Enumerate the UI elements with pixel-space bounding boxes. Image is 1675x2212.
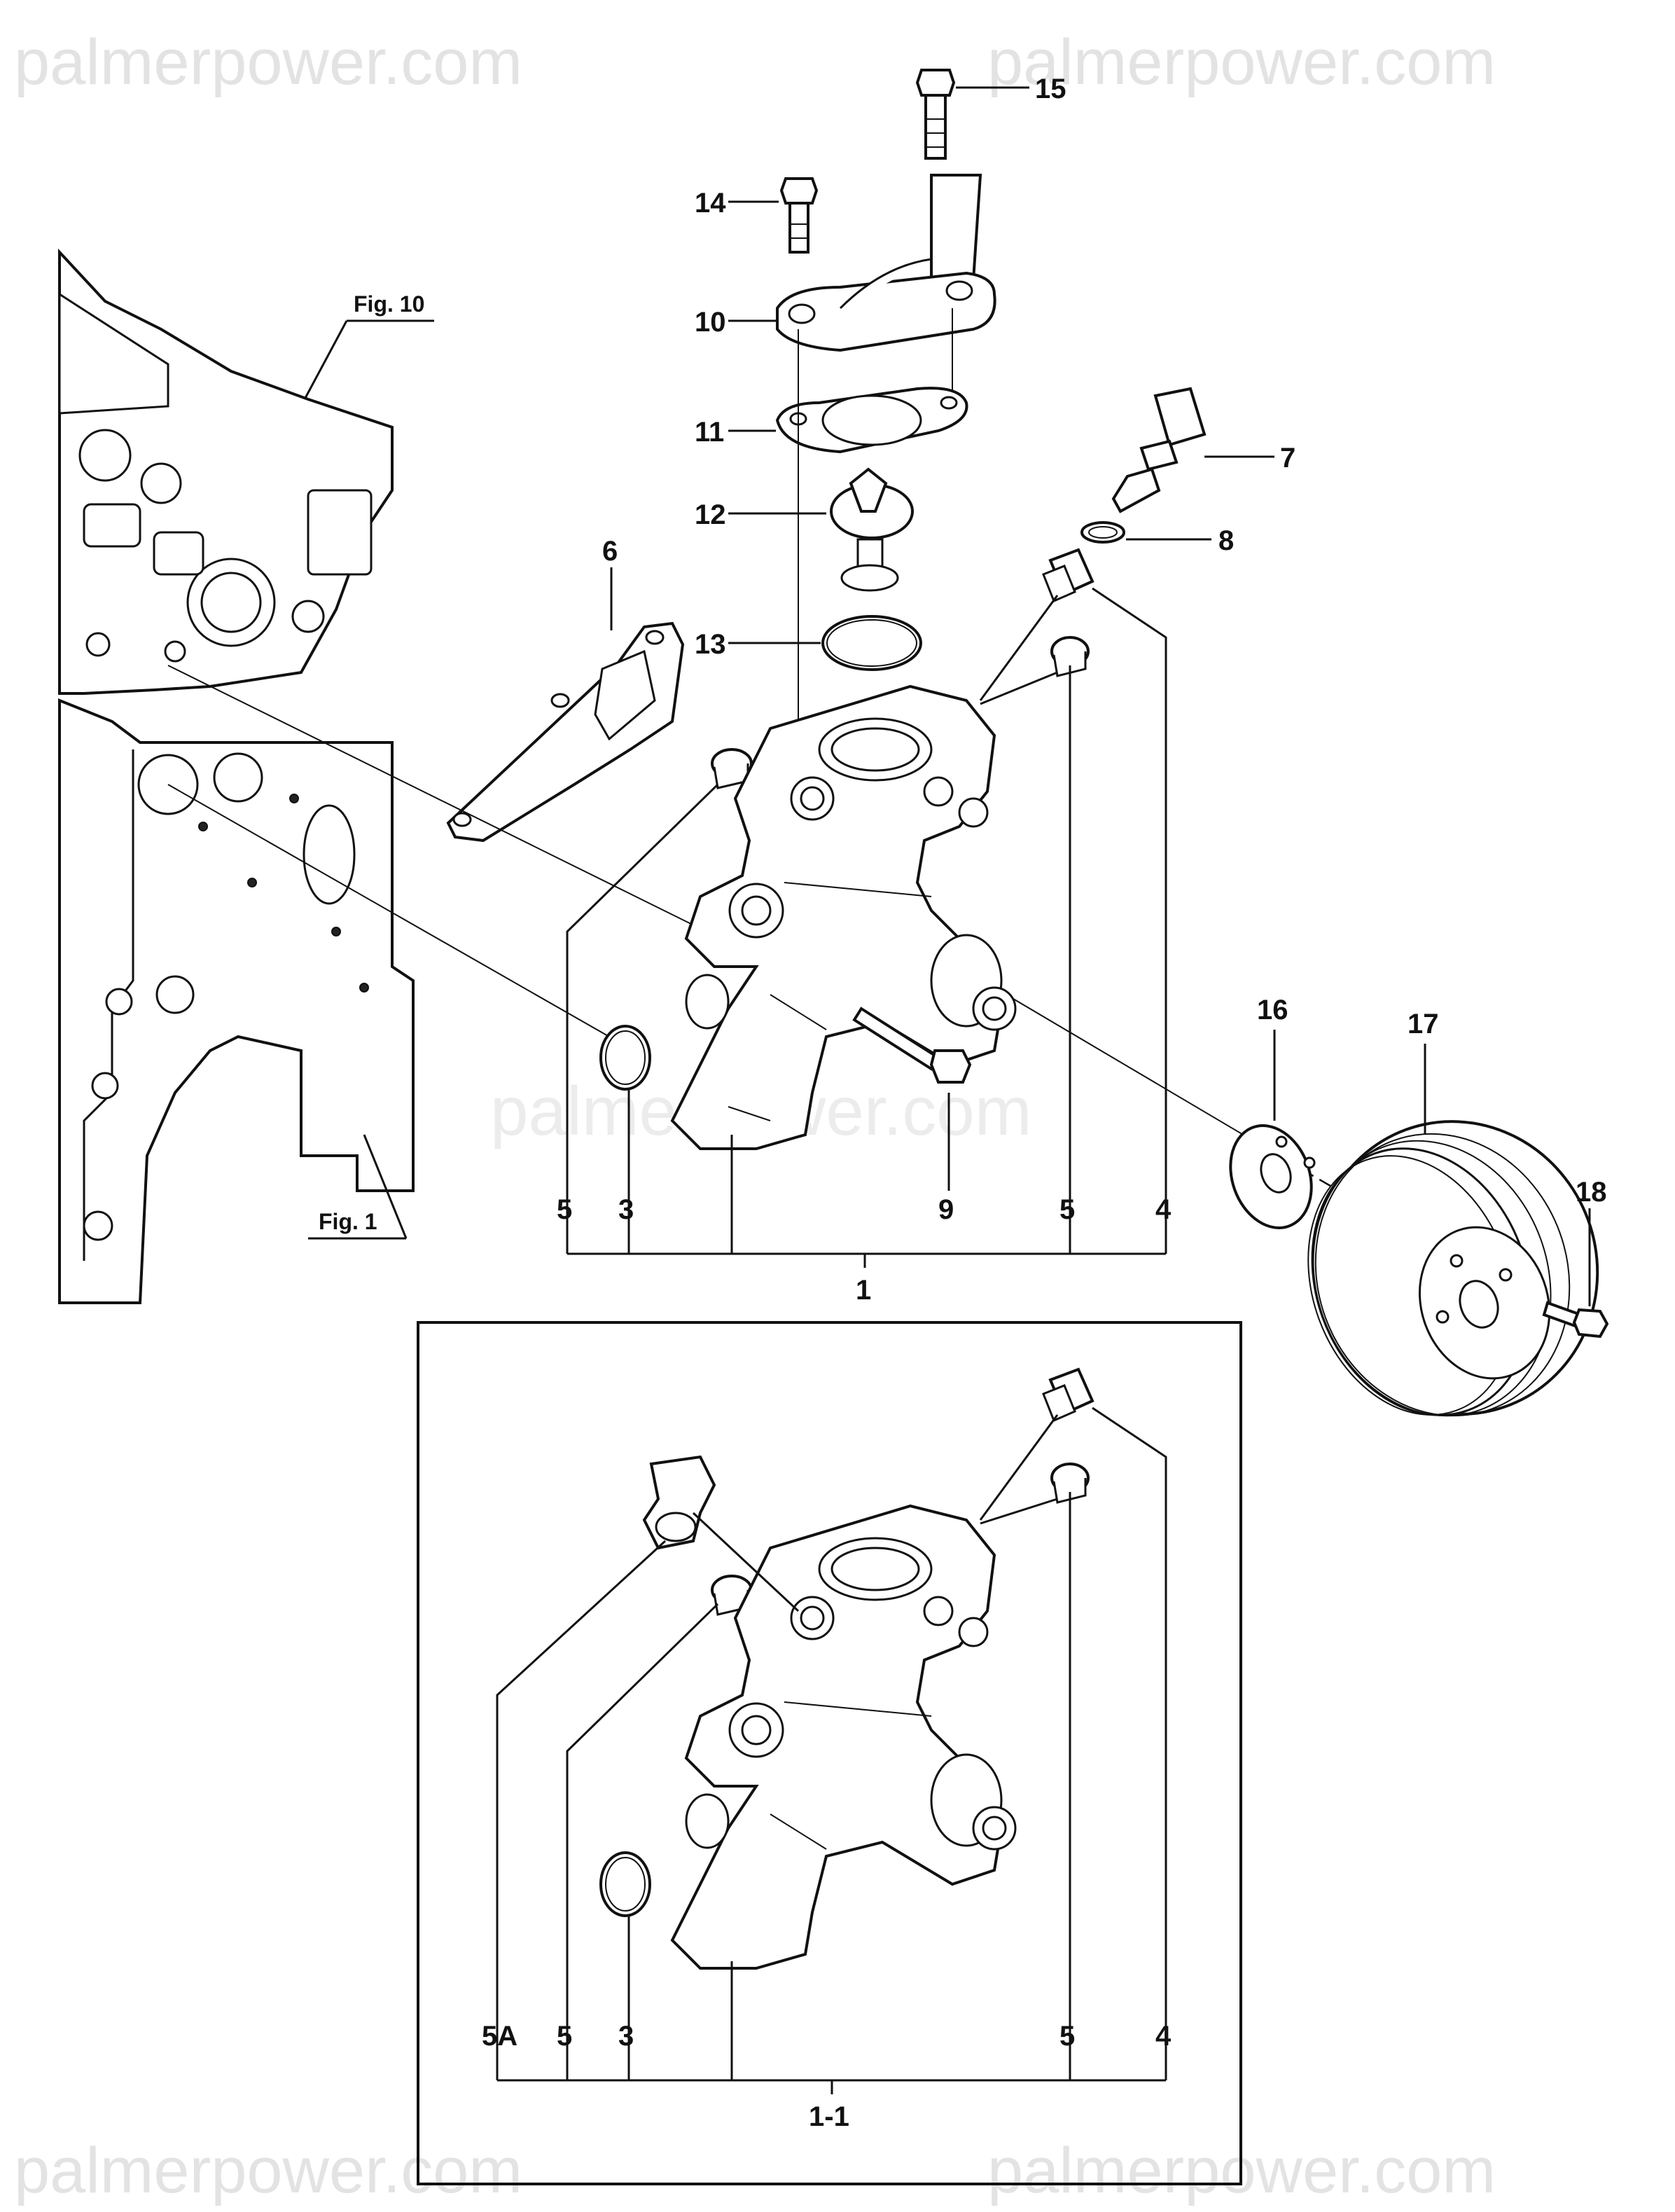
part-6-water-pump-gasket <box>446 621 685 843</box>
inset-callout-3: 3 <box>618 2021 634 2052</box>
part-14-bolt <box>779 177 819 254</box>
callout-15: 15 <box>1035 74 1066 104</box>
callout-5-left: 5 <box>557 1194 572 1225</box>
part-12-thermostat <box>830 467 914 592</box>
fig-1-reference[interactable]: Fig. 1 <box>308 1134 408 1240</box>
inset-part-1-1-water-pump-body <box>670 1504 1017 1970</box>
part-3-o-ring <box>599 1025 651 1091</box>
inset-callout-4: 4 <box>1155 2021 1172 2052</box>
callout-1: 1 <box>856 1275 871 1306</box>
callout-17: 17 <box>1408 1009 1439 1039</box>
fig-10-reference[interactable]: Fig. 10 <box>303 291 434 400</box>
inset-part-4-plug <box>1042 1367 1094 1422</box>
watermark-bottom-left: palmerpower.com <box>14 2135 522 2206</box>
callout-11: 11 <box>695 417 724 448</box>
callout-16: 16 <box>1257 995 1288 1025</box>
part-13-o-ring <box>821 615 922 671</box>
part-4-plug <box>1042 548 1094 602</box>
callout-3: 3 <box>618 1194 634 1225</box>
inset-callout-5-left: 5 <box>557 2021 572 2052</box>
callout-8: 8 <box>1218 525 1234 556</box>
part-15-bolt <box>915 69 956 160</box>
engine-block-cylinder-head <box>58 248 394 695</box>
part-16-pulley-spacer <box>1229 1124 1316 1229</box>
callout-9: 9 <box>938 1194 954 1225</box>
callout-7: 7 <box>1280 443 1295 473</box>
part-5-plug-right <box>1050 636 1090 677</box>
callout-18: 18 <box>1576 1177 1607 1208</box>
inset-alternate-assembly: 5A 5 3 5 4 1-1 <box>417 1321 1242 2185</box>
inset-callout-5-right: 5 <box>1059 2021 1075 2052</box>
callout-12: 12 <box>695 499 726 530</box>
fig-1-label[interactable]: Fig. 1 <box>319 1209 377 1234</box>
fig-10-label[interactable]: Fig. 10 <box>354 291 424 317</box>
part-10-thermostat-cover <box>776 174 996 352</box>
inset-part-3-o-ring <box>599 1851 651 1917</box>
callout-10: 10 <box>695 307 726 338</box>
part-8-washer <box>1080 521 1125 544</box>
watermark-top-left: palmerpower.com <box>14 27 522 98</box>
part-17-fan-pulley <box>1307 1120 1599 1417</box>
part-9-bolt <box>852 1007 972 1084</box>
callout-4: 4 <box>1155 1194 1172 1225</box>
watermark-top-right: palmerpower.com <box>987 27 1496 98</box>
callout-14: 14 <box>695 188 726 219</box>
callout-5-right: 5 <box>1059 1194 1075 1225</box>
callout-13: 13 <box>695 629 726 660</box>
part-7-temperature-sensor <box>1111 387 1207 513</box>
inset-callout-1-1: 1-1 <box>809 2101 849 2132</box>
engine-block-gear-case <box>58 698 415 1304</box>
inset-callout-5a: 5A <box>482 2021 517 2052</box>
part-1-water-pump-assembly <box>670 684 1017 1150</box>
part-18-bolt <box>1542 1301 1609 1339</box>
callout-6: 6 <box>602 536 618 567</box>
inset-part-5a-elbow-fitting <box>642 1455 716 1550</box>
part-11-gasket <box>775 387 968 454</box>
